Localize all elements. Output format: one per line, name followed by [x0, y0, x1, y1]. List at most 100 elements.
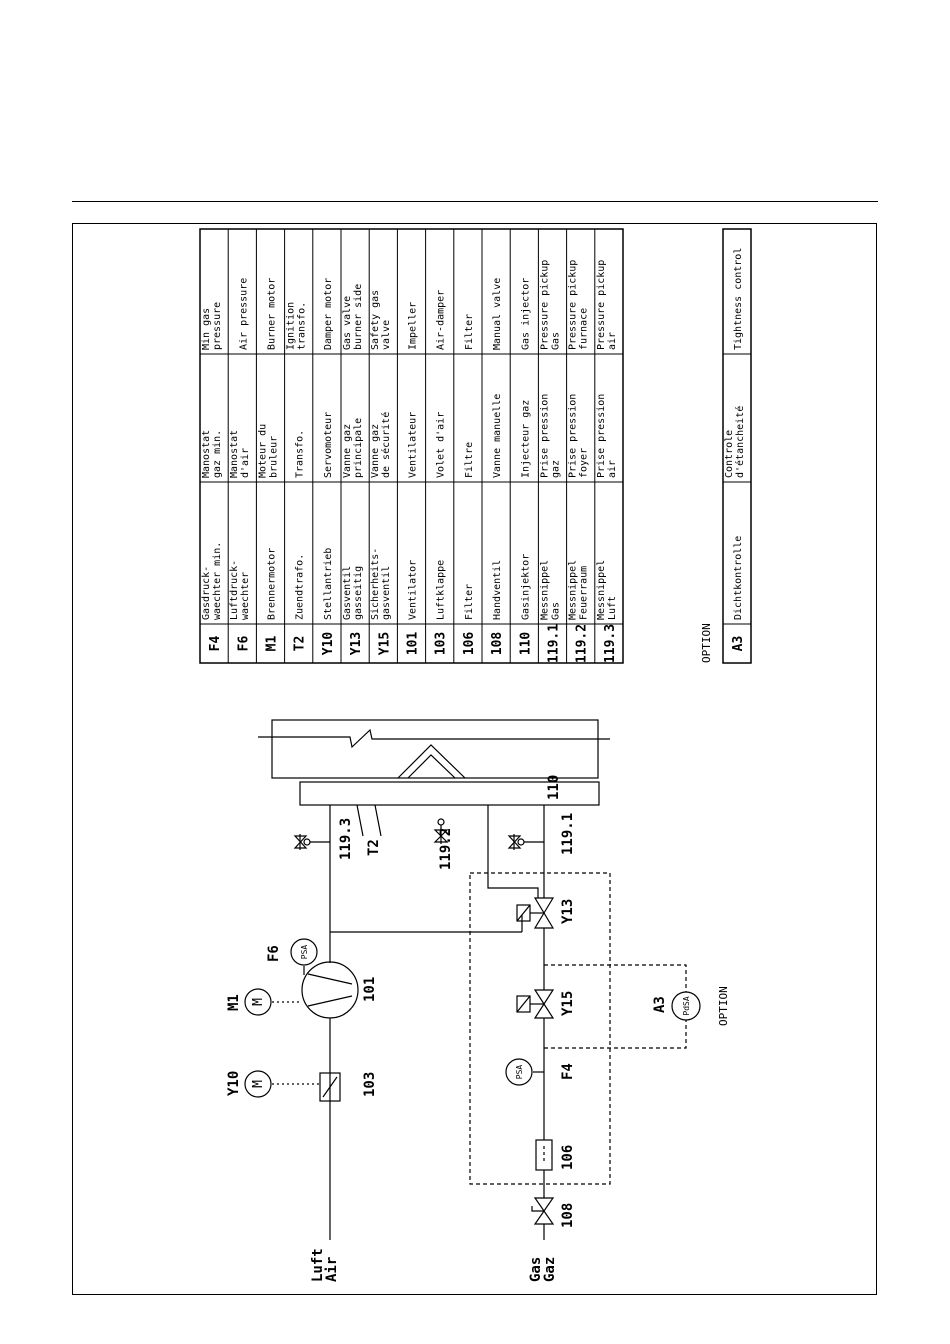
legend-fr-text: Controle	[724, 430, 735, 478]
legend-de-text: Messnippel	[539, 560, 550, 620]
schematic-lines	[258, 719, 687, 1240]
legend-de-text: Gasventil	[342, 566, 353, 620]
label-t2: T2	[366, 839, 382, 856]
schematic-labels: Luft Air Gas Gaz Y10 M1 F6 103 101 F4 10…	[226, 775, 730, 1282]
motor-m1-symbol: M	[251, 998, 266, 1006]
legend-fr-text: gaz	[550, 460, 561, 478]
legend-en-text: Air-damper	[436, 290, 447, 350]
legend-en-text: Safety gas	[370, 290, 381, 350]
motor-y10: M	[244, 1070, 272, 1098]
legend-en-text: pressure	[212, 302, 223, 350]
legend-en-text: Pressure pickup	[539, 260, 550, 350]
legend-en-text: Damper motor	[323, 278, 334, 350]
label-106: 106	[560, 1145, 576, 1170]
legend-code: 110	[518, 632, 533, 656]
legend-en-text: Pressure pickup	[568, 260, 579, 350]
drawing-frame	[72, 223, 877, 1295]
legend-de-text: Luftdruck-	[229, 560, 240, 620]
legend-de-text: Gas	[550, 602, 561, 620]
label-119-2: 119.2	[438, 828, 454, 870]
legend-fr-text: principale	[353, 418, 364, 478]
legend-fr-text: Vanne gaz	[342, 424, 353, 478]
legend-en-text: Ignition	[286, 302, 297, 350]
label-a3: A3	[652, 996, 668, 1013]
legend-code: 119.2	[575, 624, 590, 663]
legend-code: T2	[293, 636, 308, 652]
air-label-en: Air	[324, 1257, 340, 1282]
legend-de-text: Brennermotor	[267, 548, 278, 620]
legend-en-text: Impeller	[408, 302, 419, 350]
gas-label-fr: Gaz	[542, 1257, 558, 1282]
legend-code: A3	[731, 636, 746, 652]
legend-fr-text: gaz min.	[212, 430, 223, 478]
legend-de-text: waechter min.	[212, 542, 223, 620]
legend-en-text: Filter	[464, 314, 475, 350]
label-option: OPTION	[717, 986, 730, 1026]
legend-code: F4	[208, 636, 223, 652]
header-rule	[72, 201, 878, 202]
legend-fr-text: Volet d'air	[436, 412, 447, 478]
label-m1: M1	[226, 994, 242, 1011]
legend-fr-text: Manostat	[201, 430, 212, 478]
legend-de-text: Stellantrieb	[323, 548, 334, 620]
legend-code: 108	[490, 632, 505, 656]
legend-de-text: Handventil	[492, 560, 503, 620]
motor-m1: M	[244, 988, 272, 1016]
legend-en-text: Gas injector	[520, 278, 531, 350]
label-y10: Y10	[226, 1071, 242, 1096]
legend-en-text: Air pressure	[238, 278, 249, 350]
legend-de-text: Zuendtrafo.	[295, 554, 306, 620]
air-label-de: Luft	[310, 1248, 326, 1282]
legend-en-text: air	[607, 332, 618, 350]
label-110: 110	[546, 775, 562, 800]
legend-fr-text: Vanne manuelle	[492, 394, 503, 478]
legend-de-text: Feuerraum	[579, 566, 590, 620]
legend-fr-text: Injecteur gaz	[520, 400, 531, 478]
legend-code: F6	[236, 636, 251, 652]
legend-fr-text: de sécurité	[380, 412, 392, 478]
legend-fr-text: Moteur du	[257, 424, 268, 478]
legend-en-text: valve	[381, 320, 392, 350]
legend-code: Y15	[377, 632, 392, 655]
legend-en-text: Tightness control	[733, 248, 744, 350]
legend-code: 119.1	[547, 624, 562, 663]
legend-de-text: Messnippel	[596, 560, 607, 620]
legend-fr-text: foyer	[579, 448, 590, 478]
switch-f6: PSA	[290, 938, 318, 966]
label-y15: Y15	[560, 991, 576, 1016]
legend-en-text: furnace	[579, 308, 590, 350]
legend-fr-text: Servomoteur	[323, 412, 334, 478]
legend-fr-text: bruleur	[268, 436, 279, 478]
legend-code: Y13	[349, 632, 364, 655]
legend-fr-text: d'étancheité	[734, 406, 746, 478]
legend-en-text: Burner motor	[267, 278, 278, 350]
legend-code: Y10	[321, 632, 336, 656]
legend-en-text: Gas valve	[342, 296, 353, 350]
legend-en-text: transfo.	[297, 302, 308, 350]
legend-de-text: gasventil	[381, 566, 392, 620]
legend-de-text: waechter	[240, 572, 251, 620]
label-f4: F4	[560, 1063, 576, 1080]
label-119-3: 119.3	[338, 818, 354, 860]
legend-fr-text: air	[607, 460, 618, 478]
label-108: 108	[560, 1203, 576, 1228]
label-101: 101	[362, 977, 378, 1002]
legend-en-text: Manual valve	[492, 278, 503, 350]
legend-fr-text: Prise pression	[568, 394, 579, 478]
legend-de-text: Dichtkontrolle	[733, 536, 744, 620]
switch-a3: PdSA	[671, 991, 701, 1021]
switch-f6-symbol: PSA	[300, 945, 309, 960]
legend-fr-text: d'air	[240, 448, 251, 478]
legend-en-text: Gas	[550, 332, 561, 350]
pressure-pickup-markers	[293, 828, 522, 850]
legend-code: M1	[265, 636, 280, 652]
legend-de-text: Gasinjektor	[520, 554, 531, 620]
legend-de-text: gasseitig	[353, 566, 364, 620]
motor-y10-symbol: M	[251, 1080, 266, 1088]
legend-code: 106	[462, 632, 477, 656]
legend-fr-text: Prise pression	[596, 394, 607, 478]
